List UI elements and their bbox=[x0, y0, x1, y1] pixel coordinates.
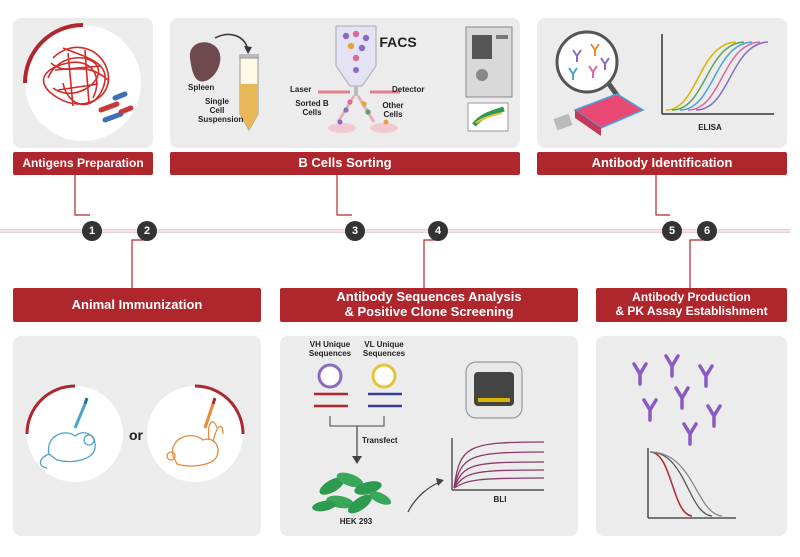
label-sorted-b: Sorted B Cells bbox=[295, 99, 329, 117]
header-identification: Antibody Identification bbox=[537, 152, 787, 175]
step-badge-6: 6 bbox=[697, 221, 717, 241]
syringe-icon bbox=[73, 397, 89, 429]
label-laser: Laser bbox=[290, 85, 312, 94]
facs-instrument-icon bbox=[465, 26, 513, 132]
spleen-icon bbox=[189, 33, 252, 82]
connector-4 bbox=[423, 239, 435, 288]
laser-beam-icon bbox=[318, 90, 400, 94]
label-elisa: ELISA bbox=[698, 123, 722, 132]
header-antigens: Antigens Preparation bbox=[13, 152, 153, 175]
step-badge-5: 5 bbox=[662, 221, 682, 241]
label-facs: FACS bbox=[379, 34, 417, 50]
production-illustration bbox=[632, 354, 736, 519]
label-spleen: Spleen bbox=[188, 83, 215, 92]
antigen-protein-icon bbox=[23, 23, 141, 141]
bli-instrument-icon bbox=[465, 361, 523, 419]
elisa-curve-icon bbox=[661, 34, 774, 115]
cells-icon bbox=[312, 472, 392, 514]
sequences-illustration bbox=[312, 361, 545, 514]
connector-3 bbox=[336, 175, 352, 216]
plasmid-icon bbox=[317, 363, 343, 389]
label-transfect: Transfect bbox=[362, 436, 398, 445]
tube-icon bbox=[239, 54, 259, 132]
antibody-icon bbox=[632, 354, 722, 446]
connector-1 bbox=[74, 175, 90, 216]
collection-plates-icon bbox=[328, 119, 398, 133]
label-vl: VL Unique Sequences bbox=[362, 340, 406, 358]
step-badge-1: 1 bbox=[82, 221, 102, 241]
label-bli: BLI bbox=[493, 495, 507, 504]
label-detector: Detector bbox=[392, 85, 425, 94]
rabbit-icon bbox=[166, 421, 224, 467]
header-bcells: B Cells Sorting bbox=[170, 152, 520, 175]
header-production-line1: Antibody Production bbox=[632, 290, 751, 305]
label-single-cell: Single Cell Suspension bbox=[198, 97, 244, 124]
label-other-cells: Other Cells bbox=[382, 101, 404, 119]
step-badge-2: 2 bbox=[137, 221, 157, 241]
label-hek: HEK 293 bbox=[339, 517, 373, 526]
label-or: or bbox=[129, 427, 143, 443]
facs-stream-icon bbox=[335, 25, 377, 123]
immunization-illustration bbox=[25, 384, 245, 482]
pk-curve-icon bbox=[647, 448, 736, 519]
header-immunization: Animal Immunization bbox=[13, 288, 261, 322]
header-sequences-line1: Antibody Sequences Analysis bbox=[336, 289, 522, 305]
label-vh: VH Unique Sequences bbox=[308, 340, 352, 358]
connector-2 bbox=[131, 239, 145, 288]
flask-icon bbox=[553, 30, 645, 136]
mouse-icon bbox=[39, 432, 96, 469]
header-production: Antibody Production & PK Assay Establish… bbox=[596, 288, 787, 322]
step-badge-4: 4 bbox=[428, 221, 448, 241]
header-sequences: Antibody Sequences Analysis & Positive C… bbox=[280, 288, 578, 322]
bli-curve-icon bbox=[451, 438, 545, 491]
header-sequences-line2: & Positive Clone Screening bbox=[344, 304, 514, 319]
connector-5 bbox=[655, 175, 670, 216]
header-production-line2: & PK Assay Establishment bbox=[615, 304, 768, 318]
connector-6 bbox=[689, 239, 705, 288]
step-badge-3: 3 bbox=[345, 221, 365, 241]
